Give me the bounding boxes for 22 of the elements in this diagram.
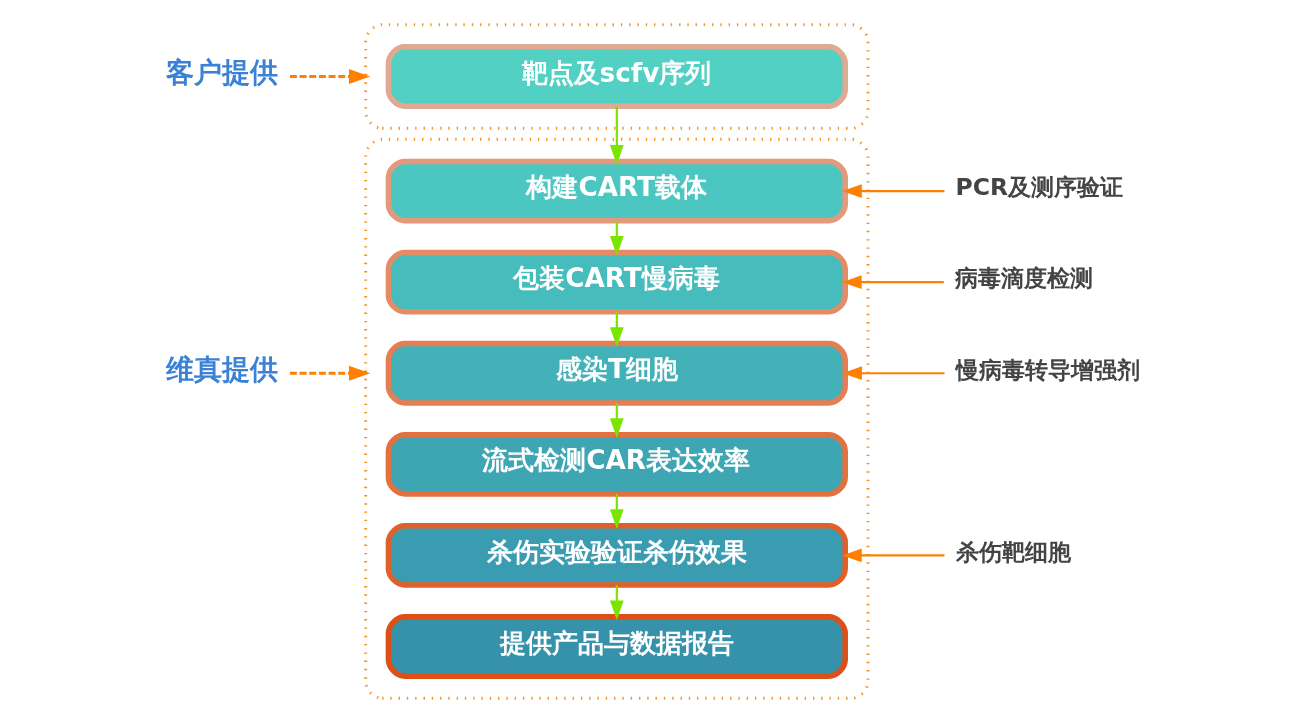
- arrow: [290, 365, 371, 381]
- cluster: [364, 23, 870, 130]
- arrow: [290, 69, 371, 84]
- node-text: PCR及测序验证: [955, 173, 1124, 202]
- cluster: [364, 137, 870, 700]
- arrow: [609, 106, 624, 165]
- node-box: 流式检测CAR表达效率: [385, 431, 848, 497]
- arrow: [842, 366, 945, 381]
- node-box: 包装CART慢病毒: [385, 249, 848, 315]
- node-text: 维真提供: [165, 352, 278, 386]
- node-box: 提供产品与数据报告: [385, 614, 848, 679]
- node-text: 病毒滴度检测: [954, 264, 1093, 293]
- node-box: 感染T细胞: [385, 340, 848, 406]
- node-text: 慢病毒转导增强剂: [955, 355, 1140, 384]
- arrow: [842, 184, 945, 198]
- node-text: 客户提供: [165, 56, 278, 90]
- node-text: 杀伤靶细胞: [955, 537, 1071, 566]
- node-box: 构建CART载体: [385, 158, 848, 224]
- node-box: 杀伤实验验证杀伤效果: [385, 522, 848, 588]
- arrow: [842, 548, 945, 563]
- arrow: [842, 275, 944, 289]
- node-box: 靶点及scfv序列: [385, 44, 848, 109]
